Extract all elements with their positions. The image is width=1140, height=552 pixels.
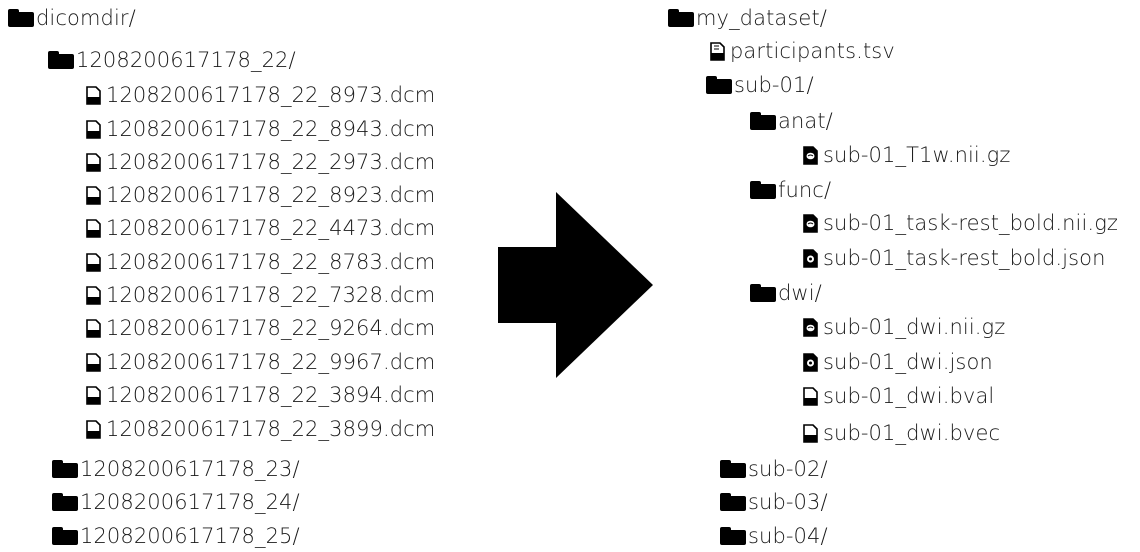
folder-label: anat/ [778, 109, 833, 133]
folder-label: 1208200617178_24/ [80, 490, 300, 514]
folder-label: sub-04/ [748, 524, 828, 548]
file-icon [803, 423, 818, 443]
file-label: 1208200617178_22_8943.dcm [106, 117, 436, 141]
file-row[interactable]: 1208200617178_22_3894.dcm [86, 380, 435, 410]
folder-row-dataset[interactable]: my_dataset/ [668, 3, 827, 33]
file-label: participants.tsv [730, 39, 895, 63]
folder-icon [750, 181, 776, 199]
folder-icon [720, 493, 746, 511]
file-icon [86, 218, 101, 238]
file-label: 1208200617178_22_4473.dcm [106, 216, 436, 240]
file-label: sub-01_task-rest_bold.json [823, 246, 1106, 270]
folder-row-session[interactable]: 1208200617178_25/ [52, 521, 300, 551]
folder-label: 1208200617178_23/ [80, 457, 300, 481]
folder-icon [720, 460, 746, 478]
file-label: 1208200617178_22_7328.dcm [106, 283, 436, 307]
folder-row-dwi[interactable]: dwi/ [750, 278, 822, 308]
file-row[interactable]: sub-01_dwi.bval [803, 381, 994, 411]
tsv-file-icon [710, 41, 725, 61]
folder-icon [706, 76, 732, 94]
file-row-participants[interactable]: participants.tsv [710, 36, 895, 66]
file-icon [86, 252, 101, 272]
json-file-icon [803, 248, 818, 268]
folder-icon [720, 527, 746, 545]
folder-label: 1208200617178_25/ [80, 524, 300, 548]
file-label: 1208200617178_22_9967.dcm [106, 350, 436, 374]
folder-row-subject[interactable]: sub-04/ [720, 521, 828, 551]
file-row[interactable]: 1208200617178_22_8973.dcm [86, 80, 435, 110]
folder-label: func/ [778, 178, 832, 202]
json-file-icon [803, 352, 818, 372]
folder-icon [52, 460, 78, 478]
file-label: sub-01_dwi.json [823, 350, 993, 374]
folder-row-func[interactable]: func/ [750, 175, 831, 205]
folder-row-dicomdir[interactable]: dicomdir/ [8, 3, 136, 33]
file-row[interactable]: 1208200617178_22_8783.dcm [86, 247, 435, 277]
right-arrow-icon [498, 192, 653, 378]
file-row[interactable]: sub-01_task-rest_bold.json [803, 243, 1105, 273]
file-row[interactable]: sub-01_T1w.nii.gz [803, 140, 1010, 170]
file-icon [86, 152, 101, 172]
file-icon [86, 385, 101, 405]
folder-row-anat[interactable]: anat/ [750, 106, 833, 136]
file-row[interactable]: 1208200617178_22_2973.dcm [86, 147, 435, 177]
nifti-file-icon [803, 213, 818, 233]
folder-icon [52, 493, 78, 511]
file-row[interactable]: 1208200617178_22_8923.dcm [86, 180, 435, 210]
folder-icon [668, 9, 694, 27]
file-label: 1208200617178_22_3899.dcm [106, 417, 436, 441]
file-label: sub-01_dwi.nii.gz [823, 315, 1006, 339]
file-label: sub-01_T1w.nii.gz [823, 143, 1011, 167]
file-row[interactable]: 1208200617178_22_7328.dcm [86, 280, 435, 310]
folder-row-session[interactable]: 1208200617178_23/ [52, 454, 300, 484]
file-label: 1208200617178_22_8923.dcm [106, 183, 436, 207]
file-row[interactable]: 1208200617178_22_4473.dcm [86, 213, 435, 243]
file-row[interactable]: sub-01_dwi.nii.gz [803, 312, 1005, 342]
file-row[interactable]: sub-01_dwi.bvec [803, 418, 1000, 448]
folder-row-session[interactable]: 1208200617178_24/ [52, 487, 300, 517]
file-label: 1208200617178_22_8783.dcm [106, 250, 436, 274]
file-label: sub-01_task-rest_bold.nii.gz [823, 211, 1119, 235]
file-icon [86, 85, 101, 105]
folder-icon [750, 112, 776, 130]
folder-row-subject[interactable]: sub-02/ [720, 454, 828, 484]
folder-icon [48, 51, 74, 69]
file-label: 1208200617178_22_8973.dcm [106, 83, 436, 107]
file-icon [86, 318, 101, 338]
folder-icon [8, 9, 34, 27]
file-row[interactable]: 1208200617178_22_9967.dcm [86, 347, 435, 377]
file-row[interactable]: sub-01_dwi.json [803, 347, 993, 377]
folder-icon [750, 284, 776, 302]
folder-label: sub-01/ [734, 73, 814, 97]
folder-label: sub-02/ [748, 457, 828, 481]
file-icon [86, 419, 101, 439]
file-label: sub-01_dwi.bval [823, 384, 995, 408]
file-label: 1208200617178_22_3894.dcm [106, 383, 436, 407]
folder-label: 1208200617178_22/ [76, 48, 296, 72]
file-label: 1208200617178_22_2973.dcm [106, 150, 436, 174]
file-row[interactable]: sub-01_task-rest_bold.nii.gz [803, 208, 1118, 238]
folder-label: sub-03/ [748, 490, 828, 514]
folder-label: dicomdir/ [36, 6, 136, 30]
file-label: 1208200617178_22_9264.dcm [106, 316, 436, 340]
folder-row-session[interactable]: 1208200617178_22/ [48, 45, 296, 75]
folder-row-subject[interactable]: sub-01/ [706, 70, 814, 100]
file-icon [86, 119, 101, 139]
folder-row-subject[interactable]: sub-03/ [720, 487, 828, 517]
file-icon [86, 185, 101, 205]
folder-icon [52, 527, 78, 545]
file-row[interactable]: 1208200617178_22_9264.dcm [86, 313, 435, 343]
file-row[interactable]: 1208200617178_22_3899.dcm [86, 414, 435, 444]
file-label: sub-01_dwi.bvec [823, 421, 1001, 445]
file-icon [86, 352, 101, 372]
file-row[interactable]: 1208200617178_22_8943.dcm [86, 114, 435, 144]
file-icon [86, 285, 101, 305]
folder-label: dwi/ [778, 281, 822, 305]
folder-label: my_dataset/ [696, 6, 827, 30]
file-icon [803, 386, 818, 406]
nifti-file-icon [803, 317, 818, 337]
nifti-file-icon [803, 145, 818, 165]
